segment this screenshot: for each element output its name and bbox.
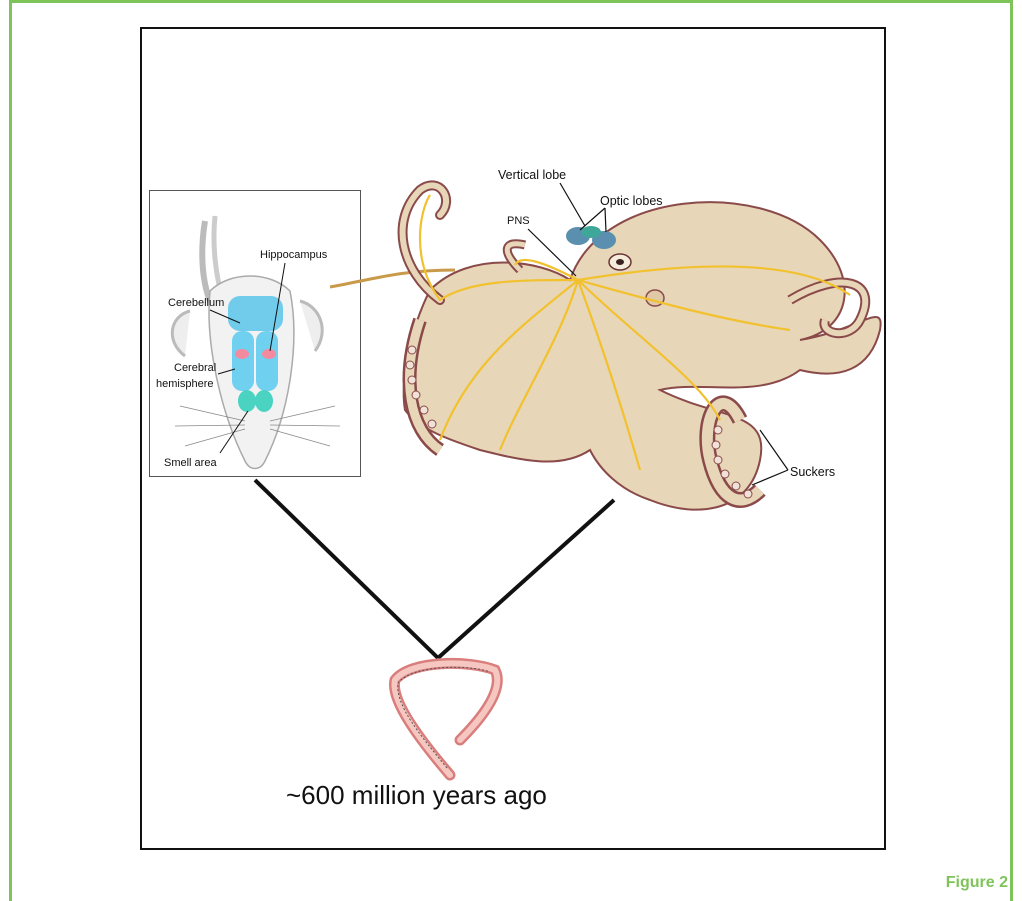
- figure-caption: ~600 million years ago: [286, 780, 547, 811]
- mouse-ear-left: [202, 221, 210, 301]
- cerebral-label-line1: Cerebral: [174, 362, 216, 374]
- smell-area-right: [255, 390, 273, 412]
- mouse-illustration: Hippocampus Cerebellum Cerebral hemisphe…: [150, 191, 361, 477]
- cerebellum-label: Cerebellum: [168, 297, 224, 309]
- hippocampus-label: Hippocampus: [260, 249, 328, 261]
- figure-label: Figure 2: [946, 874, 1008, 892]
- mouse-ear-right: [300, 301, 322, 351]
- smell-area-label: Smell area: [164, 457, 217, 469]
- cerebral-label-line2: hemisphere: [156, 378, 213, 390]
- cerebral-hemisphere-right: [256, 331, 278, 391]
- mouse-brain-panel: Hippocampus Cerebellum Cerebral hemisphe…: [149, 190, 361, 477]
- smell-area-left: [238, 390, 256, 412]
- hippocampus-right: [262, 349, 276, 359]
- cerebral-hemisphere-left: [232, 331, 254, 391]
- hippocampus-left: [235, 349, 249, 359]
